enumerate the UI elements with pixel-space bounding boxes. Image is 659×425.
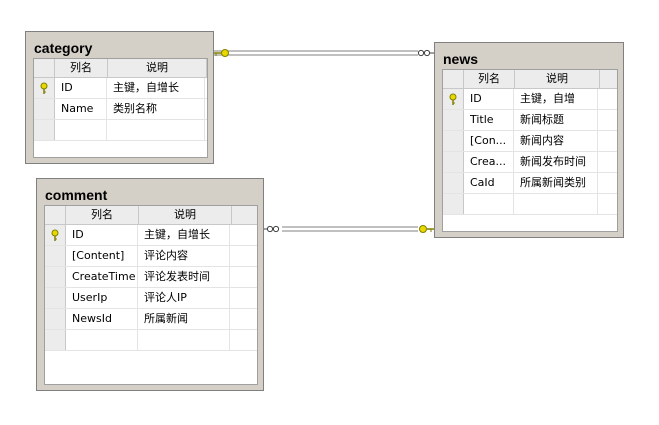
column-name: CaId [464, 173, 514, 193]
table-row[interactable]: ID 主键，自增长 [45, 225, 257, 246]
column-description: 新闻发布时间 [514, 152, 598, 172]
infinity-connector-icon [417, 49, 434, 57]
table-row[interactable]: [Content] 评论内容 [45, 246, 257, 267]
table-row[interactable]: UserIp 评论人IP [45, 288, 257, 309]
table-row-empty[interactable] [34, 120, 207, 141]
table-category[interactable]: category 列名 说明 ID 主键，自增长 Name 类别名称 [25, 31, 214, 164]
table-row-empty[interactable] [45, 330, 257, 351]
column-name: [Con... [464, 131, 514, 151]
column-grid: 列名 说明 ID 主键，自增 Title 新闻标题 [Con... 新闻内容 C… [442, 69, 618, 232]
table-row[interactable]: CreateTime 评论发表时间 [45, 267, 257, 288]
relationship-comment-news [263, 225, 434, 233]
column-name: ID [464, 89, 514, 109]
table-row[interactable]: CaId 所属新闻类别 [443, 173, 617, 194]
column-description: 主键，自增长 [107, 78, 205, 98]
table-row[interactable]: Crea... 新闻发布时间 [443, 152, 617, 173]
column-description: 新闻标题 [514, 110, 598, 130]
column-grid: 列名 说明 ID 主键，自增长 [Content] 评论内容 CreateTim… [44, 205, 258, 385]
column-header-name: 列名 [55, 59, 108, 77]
column-description: 评论发表时间 [138, 267, 230, 287]
table-row[interactable]: [Con... 新闻内容 [443, 131, 617, 152]
primary-key-icon [449, 93, 457, 105]
table-row[interactable]: NewsId 所属新闻 [45, 309, 257, 330]
table-row[interactable]: ID 主键，自增 [443, 89, 617, 110]
key-connector-icon [214, 49, 229, 57]
infinity-connector-icon [263, 225, 280, 233]
column-name: CreateTime [66, 267, 138, 287]
table-row-empty[interactable] [443, 194, 617, 215]
column-name: Title [464, 110, 514, 130]
column-name: UserIp [66, 288, 138, 308]
primary-key-icon [40, 82, 48, 94]
table-comment[interactable]: comment 列名 说明 ID 主键，自增长 [Content] 评论内容 C… [36, 178, 264, 391]
column-name: Name [55, 99, 107, 119]
table-row[interactable]: Name 类别名称 [34, 99, 207, 120]
column-description: 所属新闻类别 [514, 173, 598, 193]
column-description: 类别名称 [107, 99, 205, 119]
column-description: 评论内容 [138, 246, 230, 266]
table-news[interactable]: news 列名 说明 ID 主键，自增 Title 新闻标题 [Con... 新… [434, 42, 624, 238]
column-description: 主键，自增 [514, 89, 598, 109]
table-title: news [443, 51, 479, 67]
column-name: ID [66, 225, 138, 245]
column-grid: 列名 说明 ID 主键，自增长 Name 类别名称 [33, 58, 208, 158]
column-description: 主键，自增长 [138, 225, 230, 245]
table-row[interactable]: Title 新闻标题 [443, 110, 617, 131]
grid-header: 列名 说明 [45, 206, 257, 225]
column-name: Crea... [464, 152, 514, 172]
primary-key-icon [51, 229, 59, 241]
column-header-name: 列名 [464, 70, 515, 88]
table-title: comment [45, 187, 108, 203]
table-row[interactable]: ID 主键，自增长 [34, 78, 207, 99]
relationship-category-news [214, 49, 434, 57]
grid-header: 列名 说明 [34, 59, 207, 78]
column-description: 所属新闻 [138, 309, 230, 329]
column-header-desc: 说明 [139, 206, 232, 224]
key-connector-icon [419, 225, 434, 233]
column-header-name: 列名 [66, 206, 139, 224]
column-name: ID [55, 78, 107, 98]
column-description: 新闻内容 [514, 131, 598, 151]
table-title: category [34, 40, 93, 56]
column-name: NewsId [66, 309, 138, 329]
grid-header: 列名 说明 [443, 70, 617, 89]
column-header-desc: 说明 [515, 70, 600, 88]
column-header-desc: 说明 [108, 59, 207, 77]
column-description: 评论人IP [138, 288, 230, 308]
column-name: [Content] [66, 246, 138, 266]
